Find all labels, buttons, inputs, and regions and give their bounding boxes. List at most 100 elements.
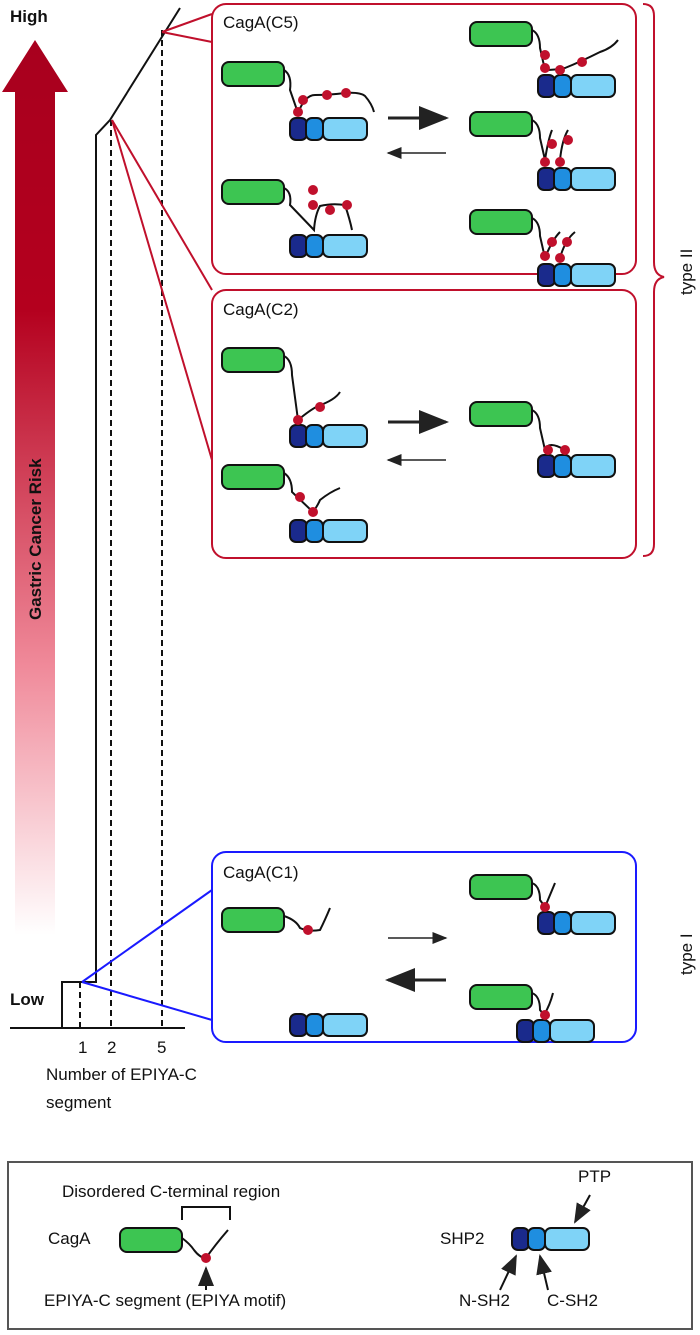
csh2-domain — [553, 167, 572, 191]
epiya-motif — [547, 139, 557, 149]
epiya-motif — [201, 1253, 211, 1263]
epiya-motif — [308, 185, 318, 195]
c1-free-shp2 — [289, 1013, 368, 1037]
type1-label: type I — [677, 933, 696, 975]
nsh2-domain — [289, 1013, 308, 1037]
caga-tail — [531, 409, 566, 451]
caga-body — [469, 209, 533, 235]
epiya-motif — [295, 492, 305, 502]
nsh2-domain — [537, 74, 556, 98]
epiya-motif — [325, 205, 335, 215]
ptp-domain — [322, 519, 368, 543]
caga-body — [469, 21, 533, 47]
epiya-motif — [308, 200, 318, 210]
ptp-domain — [570, 263, 616, 287]
epiya-motif — [293, 107, 303, 117]
nsh2-domain — [537, 167, 556, 191]
c1-connector — [81, 889, 213, 1021]
csh2-domain — [305, 519, 324, 543]
caga-body — [221, 907, 285, 933]
csh2-domain — [305, 1013, 324, 1037]
c2-free-state-1 — [221, 347, 368, 448]
epiya-motif — [540, 63, 550, 73]
csh2-domain — [553, 263, 572, 287]
c1-free-caga — [221, 907, 331, 935]
risk-arrow — [2, 40, 68, 935]
csh2-domain — [305, 234, 324, 258]
c2-free-state-2 — [221, 464, 368, 543]
caga-tail — [283, 355, 341, 422]
epiya-motif — [298, 95, 308, 105]
c5-bound-state-3 — [469, 209, 616, 287]
legend-disordered-label: Disordered C-terminal region — [62, 1182, 280, 1201]
c1-panel — [211, 851, 637, 1043]
ptp-domain — [322, 117, 368, 141]
ptp-domain — [570, 911, 616, 935]
caga-body — [119, 1227, 183, 1253]
epiya-motif — [555, 157, 565, 167]
ptp-domain — [570, 167, 616, 191]
high-label: High — [10, 7, 48, 26]
nsh2-domain — [289, 424, 308, 448]
type2-label: type II — [677, 249, 696, 295]
ptp-domain — [322, 424, 368, 448]
c5-free-state-1 — [221, 61, 375, 141]
caga-tail — [283, 187, 353, 233]
c5-free-state-2 — [221, 179, 368, 258]
c5-bound-state-1 — [469, 21, 619, 98]
ptp-pointer — [574, 1194, 591, 1224]
tick-5: 5 — [157, 1038, 166, 1057]
csh2-domain — [553, 911, 572, 935]
caga-tail — [283, 472, 341, 514]
ptp-domain — [544, 1227, 590, 1251]
legend-nsh2-label: N-SH2 — [459, 1291, 510, 1310]
caga-body — [221, 61, 285, 87]
epiya-motif — [322, 90, 332, 100]
nsh2-domain — [537, 263, 556, 287]
csh2-domain — [305, 424, 324, 448]
risk-title: Gastric Cancer Risk — [26, 458, 45, 620]
caga-body — [469, 401, 533, 427]
csh2-domain — [305, 117, 324, 141]
caga-tail — [181, 1229, 229, 1260]
c2-bound-state — [469, 401, 616, 478]
c5-title: CagA(C5) — [223, 13, 299, 32]
ptp-domain — [322, 234, 368, 258]
x-axis-label-line2: segment — [46, 1093, 111, 1112]
low-label: Low — [10, 990, 45, 1009]
csh2-domain — [532, 1019, 551, 1043]
c1-bound-state-1 — [469, 874, 616, 935]
epiya-motif — [555, 253, 565, 263]
caga-tail — [531, 29, 619, 72]
csh2-pointer — [536, 1254, 552, 1291]
c5-connector — [161, 13, 213, 43]
c1-bound-state-2 — [469, 984, 595, 1043]
epiya-motif — [577, 57, 587, 67]
legend-caga-glyph — [119, 1206, 231, 1290]
epiya-motif — [543, 445, 553, 455]
nsh2-domain — [289, 519, 308, 543]
epiya-motif — [342, 200, 352, 210]
epiya-motif — [547, 237, 557, 247]
nsh2-domain — [289, 117, 308, 141]
nsh2-domain — [537, 911, 556, 935]
ptp-domain — [570, 74, 616, 98]
csh2-domain — [527, 1227, 546, 1251]
epiya-motif — [540, 50, 550, 60]
legend-caga-label: CagA — [48, 1229, 91, 1248]
legend-shp2-label: SHP2 — [440, 1229, 484, 1248]
caga-body — [221, 179, 285, 205]
ptp-domain — [570, 454, 616, 478]
ptp-domain — [549, 1019, 595, 1043]
type2-brace — [642, 3, 665, 557]
disordered-region-bracket — [181, 1206, 231, 1220]
epiya-motif — [341, 88, 351, 98]
csh2-domain — [553, 74, 572, 98]
epiya-motif — [555, 65, 565, 75]
epiya-motif — [315, 402, 325, 412]
legend-shp2-glyph — [499, 1194, 591, 1291]
epiya-motif — [560, 445, 570, 455]
nsh2-pointer — [499, 1254, 517, 1291]
epiya-motif — [308, 507, 318, 517]
caga-body — [221, 347, 285, 373]
